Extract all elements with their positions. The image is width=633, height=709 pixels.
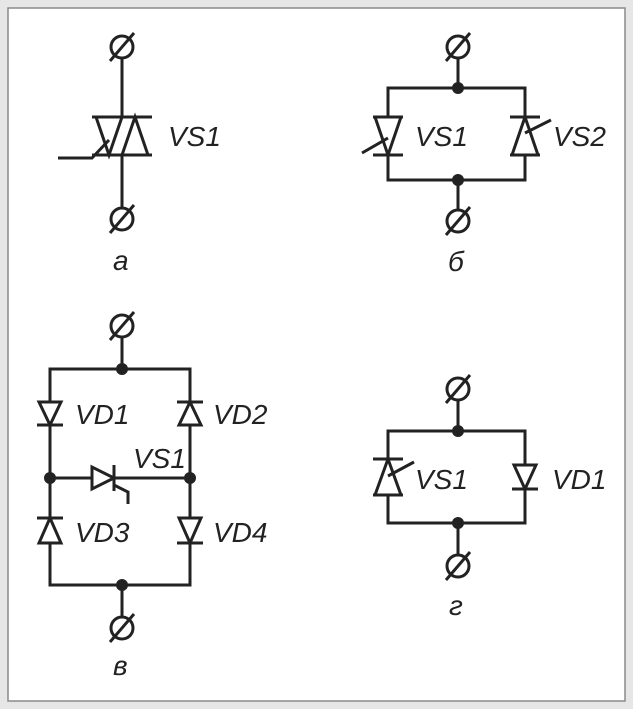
label-vd4: VD4: [213, 517, 267, 548]
junction-dot-icon: [184, 472, 196, 484]
triac-gate-lead: [58, 138, 111, 160]
caption-b: б: [448, 246, 465, 277]
label-vd2: VD2: [213, 399, 268, 430]
junction-dot-icon: [452, 82, 464, 94]
gate-lead: [387, 460, 415, 478]
thyristor-vs1-symbol: [90, 464, 130, 504]
junction-dot-icon: [44, 472, 56, 484]
thyristor-vs1-symbol: [372, 454, 415, 497]
label-vd1: VD1: [75, 399, 129, 430]
label-vs1: VS1: [415, 464, 468, 495]
diode-vd3-symbol: [36, 514, 64, 545]
figure-panel: [7, 7, 626, 702]
caption-c: в: [113, 650, 128, 681]
gate-lead: [361, 136, 389, 155]
triac-vs1-symbol: [58, 112, 152, 160]
circuit-d: VS1 VD1 г: [372, 373, 606, 621]
gate-lead: [113, 483, 130, 504]
junction-dot-icon: [116, 579, 128, 591]
gate-lead: [524, 118, 552, 135]
diode-vd4-symbol: [176, 516, 204, 547]
diode-vd2-symbol: [176, 398, 204, 427]
label-vs1: VS1: [415, 121, 468, 152]
caption-a: а: [113, 245, 129, 276]
diode-vd1-symbol: [511, 463, 539, 493]
circuit-c: VD1 VD2 VS1 VD3 VD4 в: [36, 310, 268, 681]
circuit-a: VS1 а: [58, 31, 221, 276]
label-vd3: VD3: [75, 517, 130, 548]
junction-dot-icon: [452, 517, 464, 529]
circuit-b: VS1 VS2 б: [361, 31, 606, 277]
label-vs2: VS2: [553, 121, 606, 152]
label-vs1: VS1: [168, 121, 221, 152]
label-vd1: VD1: [552, 464, 606, 495]
junction-dot-icon: [116, 363, 128, 375]
diode-vd1-symbol: [36, 400, 64, 429]
junction-dot-icon: [452, 174, 464, 186]
thyristor-vs2-symbol: [509, 112, 552, 157]
caption-d: г: [449, 590, 463, 621]
thyristor-vs1-symbol: [361, 115, 404, 160]
junction-dot-icon: [452, 425, 464, 437]
label-vs1: VS1: [133, 443, 186, 474]
